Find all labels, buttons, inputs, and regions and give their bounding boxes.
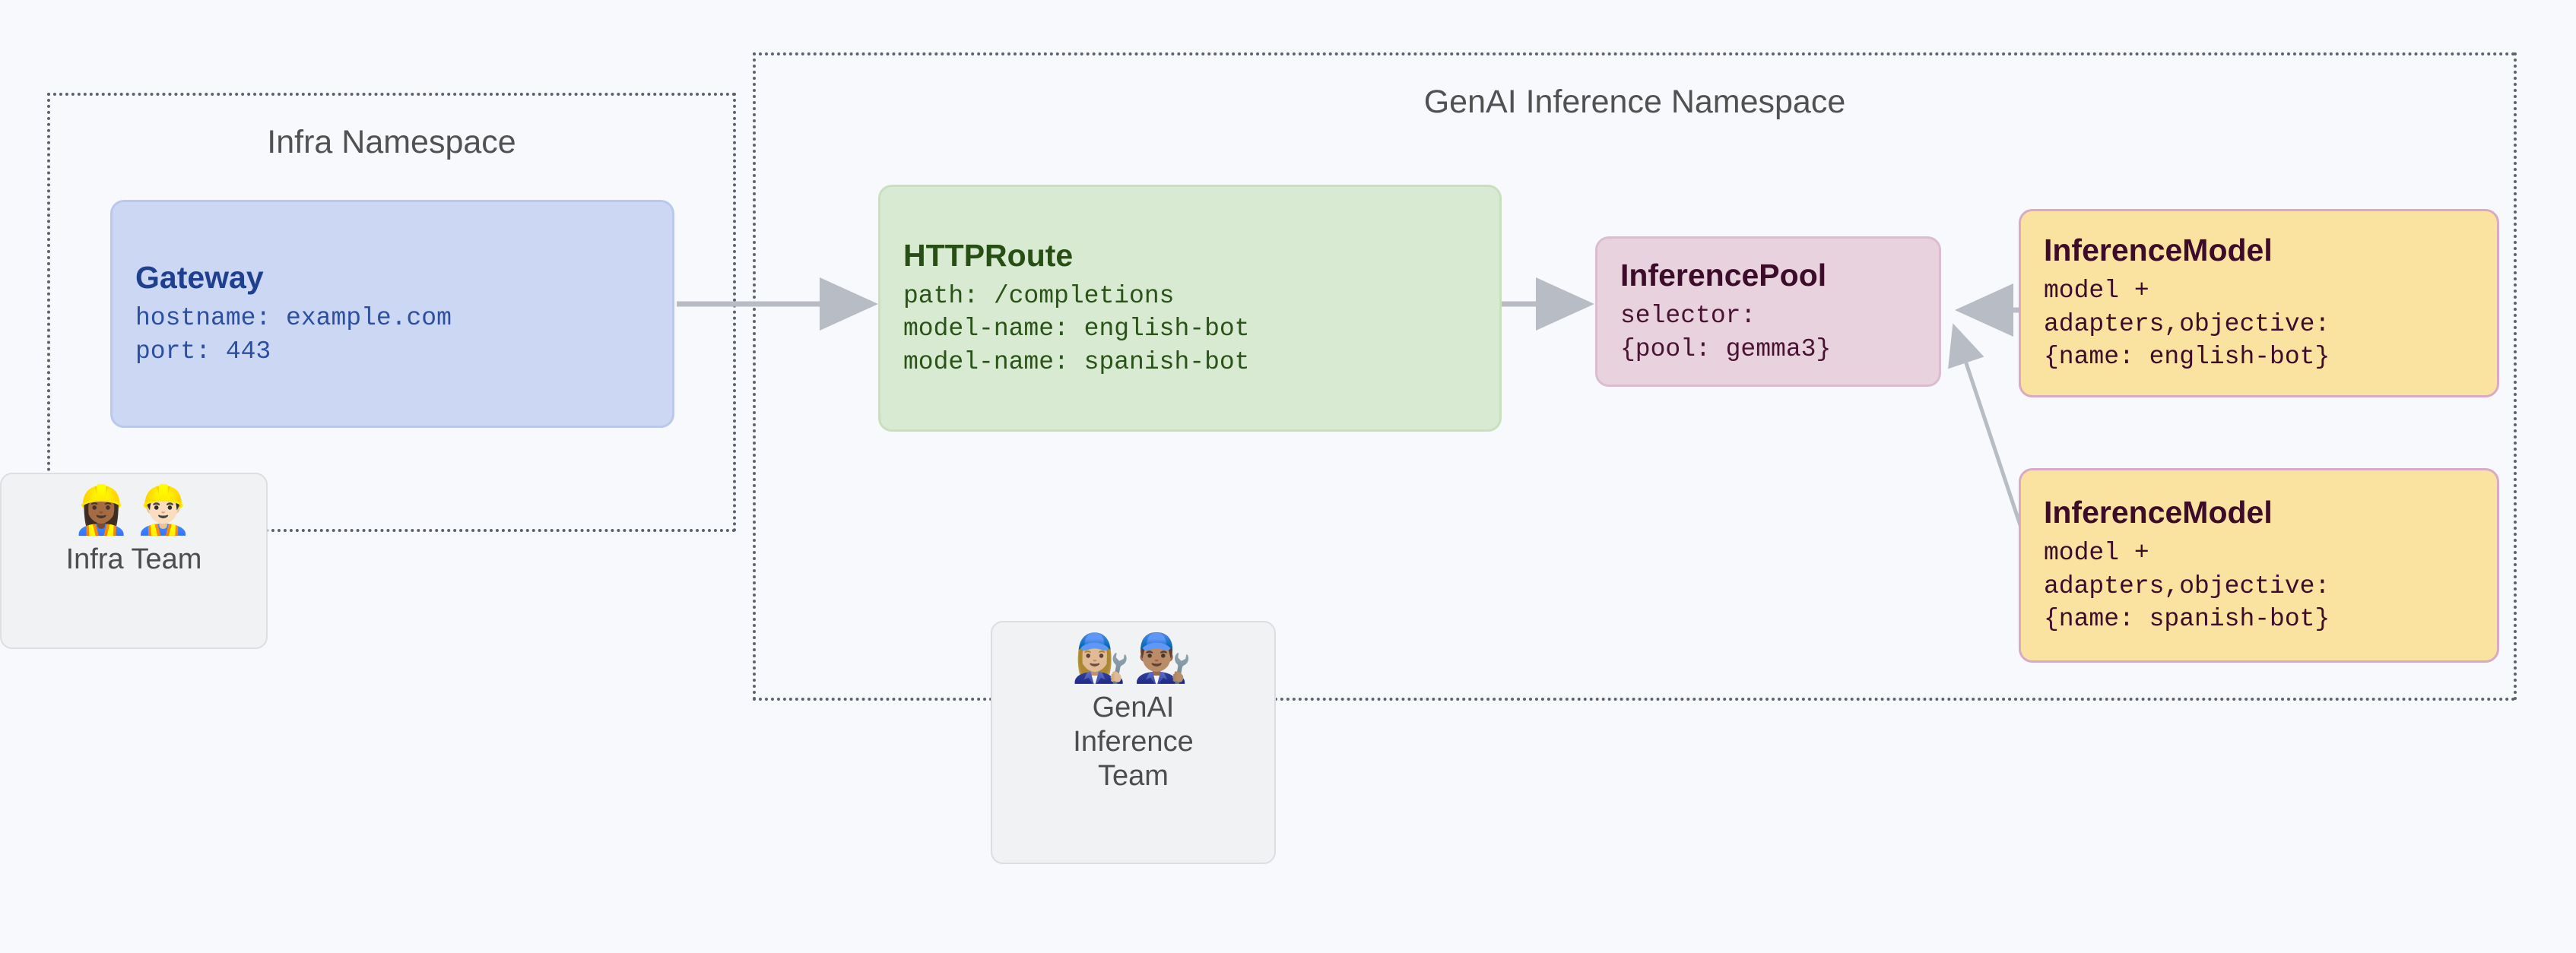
team-badge-infra-label: Infra Team bbox=[65, 543, 202, 575]
card-inferencemodel-english-line-model: model + bbox=[2044, 277, 2149, 306]
genai-team-mechanic-icon: 👩🏼‍🔧👨🏽‍🔧 bbox=[1071, 630, 1195, 685]
card-httproute-title: HTTPRoute bbox=[903, 237, 1074, 273]
card-gateway-port: port: 443 bbox=[135, 337, 271, 366]
team-badge-infra[interactable]: 👷🏾‍♀️👷🏻‍♂️ Infra Team bbox=[0, 473, 268, 649]
card-inferencemodel-spanish-line-adapters: adapters,objective: bbox=[2044, 571, 2330, 600]
card-inferencemodel-english-line-name: {name: english-bot} bbox=[2044, 343, 2330, 372]
card-gateway-hostname: hostname: example.com bbox=[135, 304, 452, 333]
card-inferencemodel-english-title: InferenceModel bbox=[2044, 233, 2273, 268]
team-badge-genai-inference[interactable]: 👩🏼‍🔧👨🏽‍🔧 GenAI Inference Team bbox=[991, 621, 1276, 864]
card-gateway[interactable]: Gateway hostname: example.com port: 443 bbox=[110, 200, 674, 428]
team-badge-genai-inference-label: GenAI Inference Team bbox=[1073, 692, 1194, 792]
namespace-genai-inference-title: GenAI Inference Namespace bbox=[1423, 84, 1846, 120]
card-inferencemodel-english[interactable]: InferenceModel model + adapters,objectiv… bbox=[2019, 209, 2499, 397]
card-inferencemodel-spanish-title: InferenceModel bbox=[2044, 495, 2273, 530]
card-inferencemodel-spanish[interactable]: InferenceModel model + adapters,objectiv… bbox=[2019, 468, 2499, 663]
card-httproute-model-name-spanish: model-name: spanish-bot bbox=[903, 347, 1250, 376]
card-httproute-model-name-english: model-name: english-bot bbox=[903, 315, 1250, 344]
card-inferencepool[interactable]: InferencePool selector: {pool: gemma3} bbox=[1595, 236, 1941, 387]
card-inferencemodel-english-line-adapters: adapters,objective: bbox=[2044, 309, 2330, 338]
card-inferencemodel-spanish-line-model: model + bbox=[2044, 539, 2149, 568]
card-inferencemodel-spanish-line-name: {name: spanish-bot} bbox=[2044, 605, 2330, 634]
card-inferencepool-selector-value: {pool: gemma3} bbox=[1620, 334, 1832, 363]
infra-team-construction-worker-icon: 👷🏾‍♀️👷🏻‍♂️ bbox=[71, 482, 196, 537]
namespace-infra bbox=[47, 93, 736, 532]
namespace-infra-title: Infra Namespace bbox=[267, 124, 516, 160]
card-gateway-title: Gateway bbox=[135, 259, 264, 295]
card-httproute[interactable]: HTTPRoute path: /completions model-name:… bbox=[878, 185, 1502, 432]
card-inferencepool-title: InferencePool bbox=[1620, 257, 1827, 293]
namespace-genai-inference bbox=[753, 52, 2517, 701]
card-httproute-path: path: /completions bbox=[903, 281, 1175, 310]
card-inferencepool-selector-key: selector: bbox=[1620, 302, 1756, 331]
